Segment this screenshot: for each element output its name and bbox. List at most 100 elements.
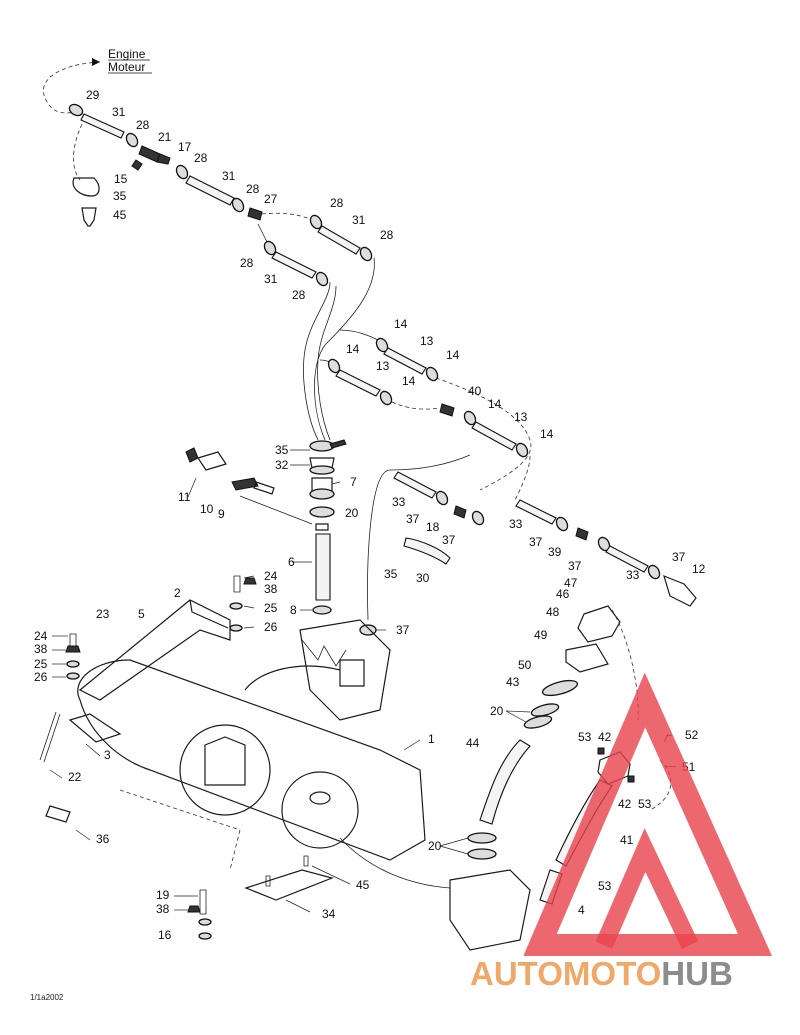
callout-41: 41 (620, 833, 634, 847)
callout-8: 8 (290, 603, 297, 617)
callout-28: 28 (292, 288, 306, 302)
callout-13: 13 (420, 334, 434, 348)
callout-37: 37 (406, 512, 420, 526)
callout-37: 37 (672, 550, 686, 564)
engine-direction-arrow: Engine Moteur (43, 47, 152, 114)
callout-50: 50 (518, 658, 532, 672)
drawing-code: 1/1a2002 (30, 993, 64, 1002)
callout-5: 5 (138, 607, 145, 621)
callout-35: 35 (275, 443, 289, 457)
callout-39: 39 (548, 545, 562, 559)
fuel-tank (77, 619, 451, 889)
vent-hoses-down (303, 257, 386, 441)
callout-53: 53 (638, 797, 652, 811)
callout-25: 25 (34, 657, 48, 671)
fuel-line-middle (327, 337, 532, 491)
callout-14: 14 (446, 348, 460, 362)
tank-strap (68, 599, 231, 743)
callout-28: 28 (136, 118, 150, 132)
callout-16: 16 (158, 928, 172, 942)
callout-labels: 29 31 28 21 17 15 28 31 35 45 28 27 28 3… (34, 88, 706, 942)
callout-44: 44 (466, 736, 480, 750)
callout-19: 19 (156, 888, 170, 902)
callout-18: 18 (426, 520, 440, 534)
callout-53: 53 (598, 879, 612, 893)
callout-48: 48 (546, 605, 560, 619)
callout-11: 11 (178, 490, 191, 504)
callout-27: 27 (264, 192, 278, 206)
callout-42: 42 (618, 797, 632, 811)
callout-12: 12 (692, 562, 706, 576)
vent-line-upper (68, 103, 373, 287)
callout-40: 40 (468, 384, 482, 398)
callout-25: 25 (264, 601, 278, 615)
callout-35: 35 (384, 567, 398, 581)
callout-31: 31 (112, 105, 126, 119)
callout-42: 42 (598, 730, 612, 744)
callout-34: 34 (322, 907, 336, 921)
callout-1: 1 (428, 732, 435, 746)
callout-28: 28 (240, 256, 254, 270)
callout-52: 52 (685, 728, 699, 742)
callout-14: 14 (394, 317, 408, 331)
callout-24: 24 (264, 569, 278, 583)
callout-45: 45 (113, 208, 127, 222)
callout-17: 17 (178, 140, 192, 154)
callout-37: 37 (529, 535, 543, 549)
callout-3: 3 (104, 748, 111, 762)
callout-6: 6 (288, 555, 295, 569)
callout-26: 26 (264, 620, 278, 634)
callout-13: 13 (514, 410, 528, 424)
callout-4: 4 (578, 903, 585, 917)
moteur-label: Moteur (108, 60, 145, 74)
automotohub-watermark: AUTOMOTOHUB (470, 672, 772, 992)
callout-28: 28 (194, 151, 208, 165)
hardware-left (39, 575, 334, 940)
callout-28: 28 (330, 196, 344, 210)
callout-7: 7 (350, 475, 357, 489)
callout-32: 32 (275, 458, 289, 472)
callout-38: 38 (34, 642, 48, 656)
callout-35: 35 (113, 189, 127, 203)
callout-24: 24 (34, 629, 48, 643)
callout-13: 13 (376, 359, 390, 373)
callout-23: 23 (96, 607, 110, 621)
callout-49: 49 (534, 628, 548, 642)
callout-14: 14 (346, 342, 360, 356)
callout-38: 38 (264, 582, 278, 596)
callout-28: 28 (380, 228, 394, 242)
fuel-sensor (185, 447, 275, 495)
callout-2: 2 (174, 586, 181, 600)
callout-26: 26 (34, 670, 48, 684)
callout-43: 43 (506, 675, 520, 689)
callout-33: 33 (392, 495, 406, 509)
callout-30: 30 (416, 571, 430, 585)
callout-31: 31 (264, 272, 278, 286)
engine-label: Engine (108, 47, 146, 61)
leader-lines (49, 449, 677, 913)
vent-valve-stack (239, 439, 347, 615)
callout-14: 14 (402, 374, 416, 388)
callout-10: 10 (200, 502, 214, 516)
callout-15: 15 (114, 172, 128, 186)
callout-14: 14 (540, 427, 554, 441)
callout-45: 45 (356, 878, 370, 892)
callout-21: 21 (158, 130, 172, 144)
callout-33: 33 (509, 517, 523, 531)
callout-28: 28 (246, 182, 260, 196)
callout-36: 36 (96, 832, 110, 846)
callout-46: 46 (556, 587, 570, 601)
callout-37: 37 (442, 533, 456, 547)
callout-20: 20 (428, 839, 442, 853)
fuel-line-lower (359, 454, 697, 636)
callout-29: 29 (86, 88, 100, 102)
callout-38: 38 (156, 902, 170, 916)
callout-37: 37 (568, 559, 582, 573)
callout-31: 31 (222, 169, 236, 183)
callout-20: 20 (490, 704, 504, 718)
callout-9: 9 (218, 507, 225, 521)
callout-47: 47 (564, 576, 578, 590)
watermark-auto: AUTOMOTOHUB (470, 955, 733, 992)
callout-31: 31 (352, 213, 366, 227)
